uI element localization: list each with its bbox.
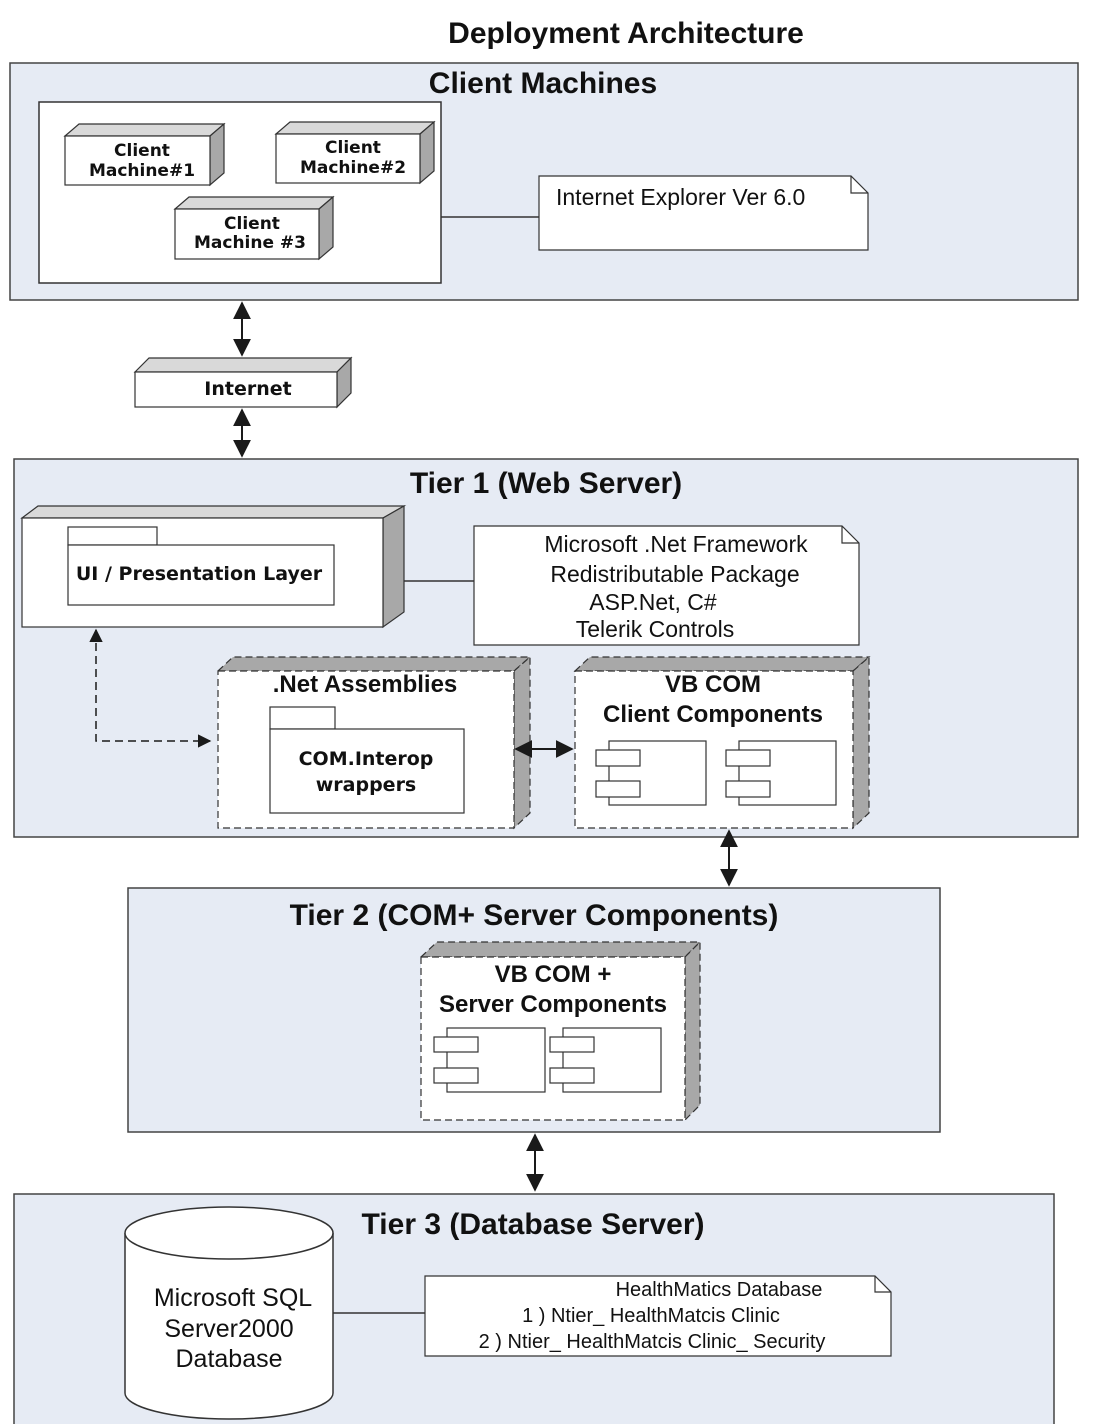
vb-com-client-title-line2: Client Components [603,701,823,728]
client-machines-region: Client Machines Client Machine#1 Client … [9,62,1079,301]
client-machine-3-label-line2: Machine #3 [194,233,306,253]
browser-note: Internet Explorer Ver 6.0 [538,175,869,251]
vb-com-server-title-line2: Server Components [439,991,667,1018]
vb-com-client-node: VB COM Client Components [573,655,871,830]
component-icon [725,740,837,806]
database-note-line1: HealthMatics Database [616,1279,823,1301]
vb-com-server-node: VB COM + Server Components [419,940,702,1122]
database-note: HealthMatics Database 1 ) Ntier_ HealthM… [424,1275,892,1357]
tier2-title: Tier 2 (COM+ Server Components) [290,899,779,932]
client-machine-2-label-line2: Machine#2 [300,158,406,178]
internet-label: Internet [204,378,291,400]
framework-note: Microsoft .Net Framework Redistributable… [473,525,860,646]
ui-presentation-node: UI / Presentation Layer [20,504,407,629]
com-interop-label-line2: wrappers [316,774,417,796]
net-assemblies-title: .Net Assemblies [273,671,458,698]
component-icon [549,1027,662,1093]
client-machines-title: Client Machines [429,67,657,100]
database-label-line1: Microsoft SQL [154,1284,312,1312]
database-label-line2: Server2000 [164,1315,293,1343]
database-note-line3: 2 ) Ntier_ HealthMatcis Clinic_ Security [479,1331,826,1353]
database-label-line3: Database [175,1345,282,1373]
diagram-title: Deployment Architecture [448,17,804,50]
framework-note-line1: Microsoft .Net Framework [544,531,808,557]
component-icon [595,740,707,806]
component-icon [433,1027,546,1093]
framework-note-line2: Redistributable Package [550,561,799,587]
vb-com-client-title-line1: VB COM [665,671,761,698]
client-machine-3-label-line1: Client [224,214,280,234]
tier3-region: Tier 3 (Database Server) Microsoft SQL S… [13,1193,1055,1424]
client-machine-2-label-line1: Client [325,138,381,158]
database-cylinder-icon: Microsoft SQL Server2000 Database [124,1206,334,1420]
tier3-title: Tier 3 (Database Server) [362,1208,705,1241]
ui-presentation-label: UI / Presentation Layer [76,563,323,585]
com-interop-package: COM.Interop wrappers [269,706,465,814]
client-machine-3-node: Client Machine #3 [173,195,335,261]
client-machine-1-label-line1: Client [114,141,170,161]
tier2-region: Tier 2 (COM+ Server Components) VB COM +… [127,887,941,1133]
database-note-line2: 1 ) Ntier_ HealthMatcis Clinic [522,1305,780,1327]
browser-note-text: Internet Explorer Ver 6.0 [556,184,805,210]
tier1-title: Tier 1 (Web Server) [410,467,682,500]
framework-note-line4: Telerik Controls [576,616,735,642]
com-interop-label-line1: COM.Interop [299,748,434,770]
ui-to-assemblies-dashed-arrow [89,628,212,748]
client-machine-2-node: Client Machine#2 [274,120,436,185]
internet-node: Internet [133,356,353,409]
vb-com-server-title-line1: VB COM + [495,961,612,988]
net-assemblies-node: .Net Assemblies COM.Interop wrappers [216,655,532,830]
client-machine-1-label-line2: Machine#1 [89,161,195,181]
framework-note-line3: ASP.Net, C# [589,589,717,615]
client-machine-1-node: Client Machine#1 [63,122,226,187]
tier1-region: Tier 1 (Web Server) UI / Presentation La… [13,458,1079,838]
